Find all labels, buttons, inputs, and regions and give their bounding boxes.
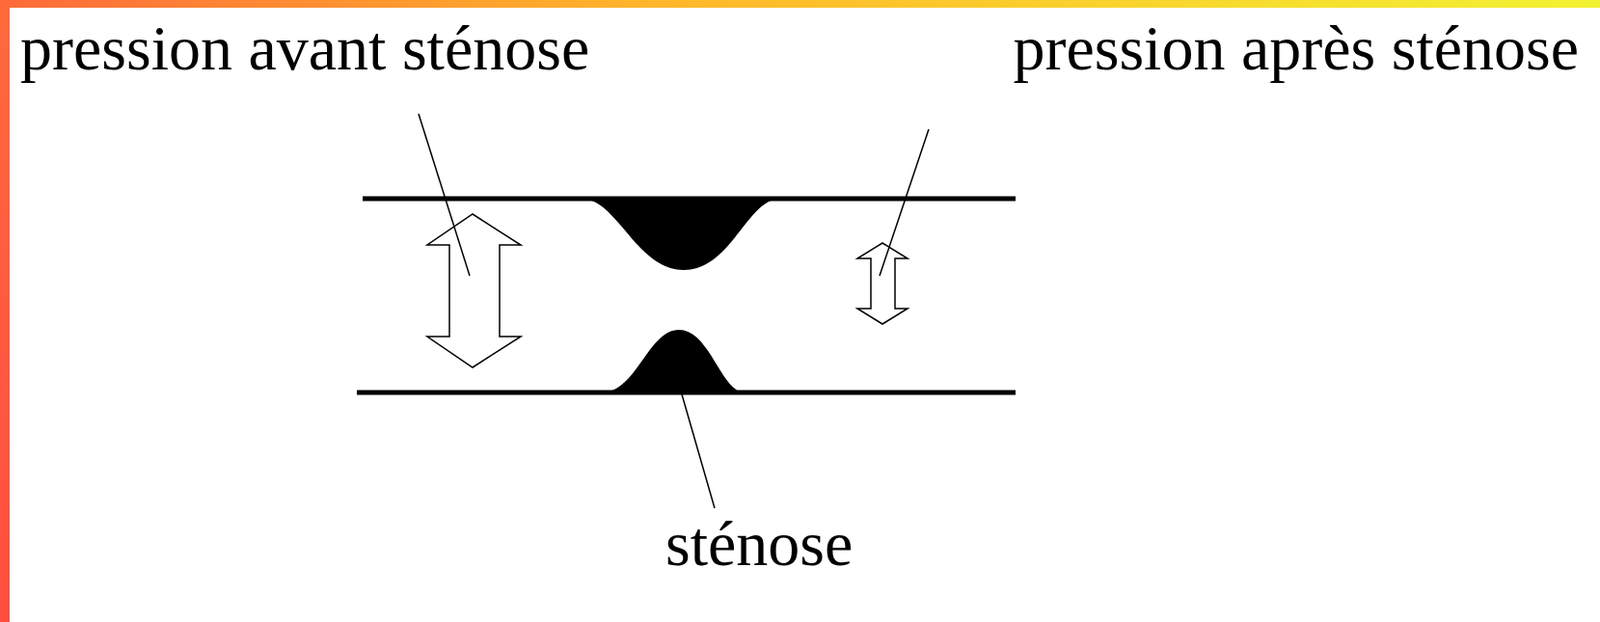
frame-band xyxy=(0,0,1600,8)
plaque xyxy=(581,198,781,271)
frame-band xyxy=(0,0,10,622)
annotation-label: sténose xyxy=(665,507,853,581)
plaque xyxy=(601,329,745,393)
leader-line xyxy=(879,129,929,276)
pressure-arrow xyxy=(857,243,908,325)
annotation-label: pression après sténose xyxy=(1012,11,1579,85)
leader-line xyxy=(681,394,715,509)
leader-line xyxy=(418,113,470,276)
pressure-arrow xyxy=(427,214,521,368)
annotation-label: pression avant sténose xyxy=(20,11,590,85)
